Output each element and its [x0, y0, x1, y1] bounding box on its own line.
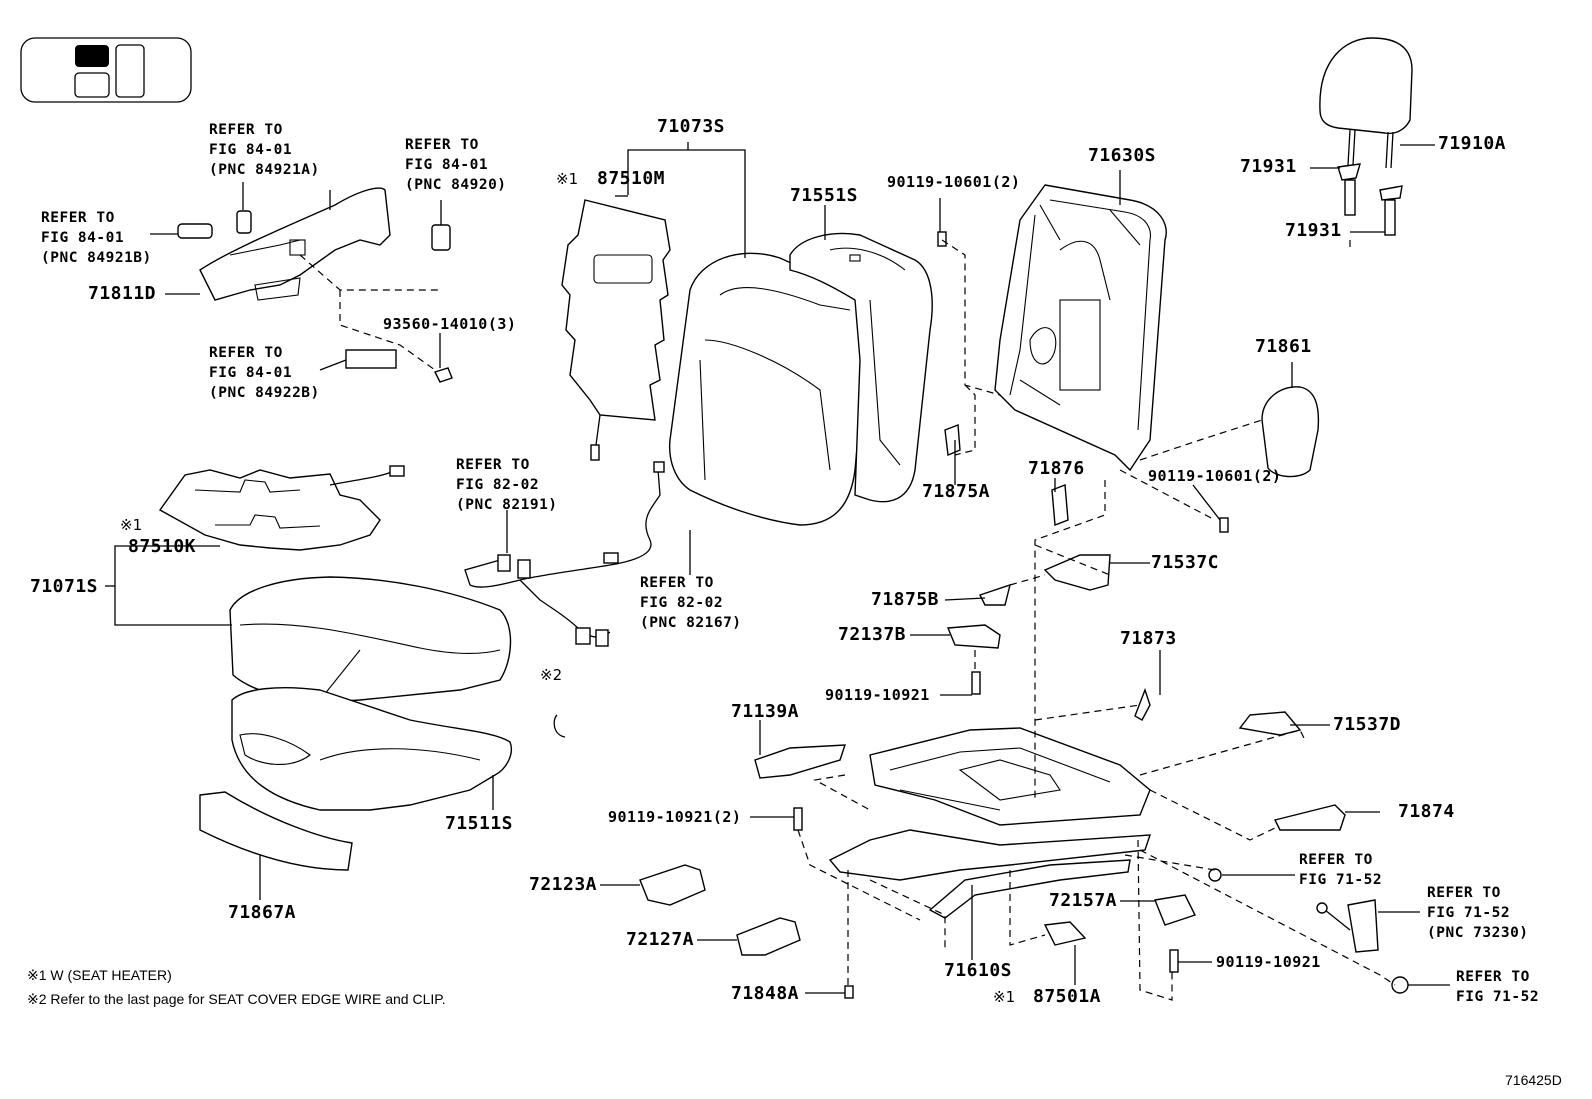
- cushion-pad-drawing: [231, 686, 512, 811]
- reference-note: REFER TO FIG 82-02 (PNC 82167): [640, 575, 742, 631]
- part-label-90119-10921-2: 90119-10921(2): [608, 808, 742, 826]
- reference-note: REFER TO FIG 84-01 (PNC 84920): [405, 137, 507, 193]
- seat-adjuster-drawing: [754, 424, 1346, 919]
- part-label-71861: 71861: [1255, 336, 1312, 357]
- part-label-71511S: 71511S: [445, 813, 514, 834]
- part-label-71630S: 71630S: [1088, 145, 1157, 166]
- part-label-71071S: 71071S: [30, 576, 99, 597]
- reference-note: REFER TO FIG 71-52: [1299, 852, 1383, 888]
- part-label-71876: 71876: [1028, 458, 1085, 479]
- seatback-pad-drawing: [789, 232, 933, 503]
- part-label-71910A: 71910A: [1438, 133, 1507, 154]
- note-mark-87510M: ※1: [556, 170, 579, 188]
- part-label-90119-10921: 90119-10921: [1216, 953, 1321, 971]
- part-label-72127A: 72127A: [626, 929, 695, 950]
- part-label-71551S: 71551S: [790, 185, 859, 206]
- reference-note: REFER TO FIG 71-52: [1456, 969, 1540, 1005]
- assembly-dashed-lines: [299, 239, 1396, 1001]
- leader-lines: [105, 142, 1450, 994]
- reference-note: REFER TO FIG 84-01 (PNC 84921B): [41, 210, 152, 266]
- side-shield-drawing: [177, 187, 453, 383]
- part-label-93560-14010: 93560-14010(3): [383, 315, 517, 333]
- footnote-edge-wire: ※2 Refer to the last page for SEAT COVER…: [27, 991, 446, 1007]
- part-label-72157A: 72157A: [1049, 890, 1118, 911]
- part-label-71931: 71931: [1240, 156, 1297, 177]
- part-label-71875B: 71875B: [871, 589, 940, 610]
- headrest-drawing: [1319, 37, 1413, 236]
- part-label-90119-10601: 90119-10601(2): [887, 173, 1021, 191]
- note-mark-87501A: ※1: [993, 988, 1016, 1006]
- part-label-87510K: 87510K: [128, 536, 197, 557]
- note-mark-87510K: ※1: [120, 516, 143, 534]
- part-label-71875A: 71875A: [922, 481, 991, 502]
- part-label-71537D: 71537D: [1333, 714, 1402, 735]
- part-label-87501A: 87501A: [1033, 986, 1102, 1007]
- part-label-71931: 71931: [1285, 220, 1342, 241]
- seatback-heater-drawing: [561, 199, 671, 461]
- part-label-71848A: 71848A: [731, 983, 800, 1004]
- reference-note: REFER TO FIG 84-01 (PNC 84922B): [209, 345, 320, 401]
- reference-note: REFER TO FIG 84-01 (PNC 84921A): [209, 122, 320, 178]
- skirt-drawing: [199, 791, 353, 871]
- part-label-71874: 71874: [1398, 801, 1455, 822]
- diagram-id: 716425D: [1505, 1072, 1562, 1088]
- part-label-90119-10921: 90119-10921: [825, 686, 930, 704]
- part-label-90119-10601: 90119-10601(2): [1148, 467, 1282, 485]
- seatback-cover-drawing: [668, 252, 867, 526]
- part-label-71867A: 71867A: [228, 902, 297, 923]
- reference-note: REFER TO FIG 71-52 (PNC 73230): [1427, 885, 1529, 941]
- part-label-71537C: 71537C: [1151, 552, 1220, 573]
- backboard-drawing: [1261, 386, 1320, 478]
- seatback-frame-drawing: [994, 184, 1167, 472]
- wire-harness-drawing: [464, 461, 665, 738]
- note-mark-2: ※2: [540, 666, 563, 684]
- part-label-71811D: 71811D: [88, 283, 157, 304]
- footnote-seat-heater: ※1 W (SEAT HEATER): [27, 967, 172, 983]
- part-label-72123A: 72123A: [529, 874, 598, 895]
- part-label-71073S: 71073S: [657, 116, 726, 137]
- part-label-71139A: 71139A: [731, 701, 800, 722]
- cushion-cover-drawing: [229, 576, 512, 704]
- part-label-71873: 71873: [1120, 628, 1177, 649]
- part-label-71610S: 71610S: [944, 960, 1013, 981]
- seat-position-icon: [20, 37, 192, 103]
- small-parts-drawing: [639, 231, 1409, 999]
- part-label-72137B: 72137B: [838, 624, 907, 645]
- reference-note: REFER TO FIG 82-02 (PNC 82191): [456, 457, 558, 513]
- part-label-87510M: 87510M: [597, 168, 666, 189]
- cushion-heater-drawing: [158, 465, 405, 551]
